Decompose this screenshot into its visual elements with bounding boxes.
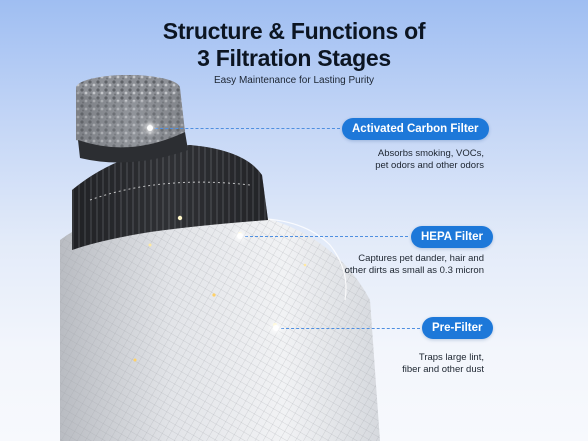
hepa-filter-description: Captures pet dander, hair and other dirt…	[345, 253, 484, 277]
title-line-2: 3 Filtration Stages	[197, 45, 391, 71]
hepa-leader-line	[240, 236, 408, 237]
hepa-marker-dot	[237, 233, 243, 239]
hepa-desc-line-2: other dirts as small as 0.3 micron	[344, 265, 484, 276]
hepa-filter-badge: HEPA Filter	[411, 226, 493, 248]
carbon-marker-dot	[147, 125, 153, 131]
prefilter-desc-line-2: fiber and other dust	[402, 364, 484, 375]
carbon-leader-line	[150, 128, 340, 129]
subtitle: Easy Maintenance for Lasting Purity	[213, 75, 375, 86]
prefilter-badge: Pre-Filter	[422, 317, 493, 339]
carbon-desc-line-1: Absorbs smoking, VOCs,	[377, 148, 484, 159]
carbon-filter-description: Absorbs smoking, VOCs, pet odors and oth…	[375, 148, 484, 172]
hepa-desc-line-1: Captures pet dander, hair and	[358, 253, 484, 264]
prefilter-leader-line	[276, 328, 420, 329]
page-title: Structure & Functions of 3 Filtration St…	[0, 18, 588, 72]
prefilter-desc-line-1: Traps large lint,	[418, 352, 484, 363]
title-line-1: Structure & Functions of	[162, 18, 426, 44]
prefilter-description: Traps large lint, fiber and other dust	[402, 352, 484, 376]
prefilter-marker-dot	[273, 325, 279, 331]
carbon-filter-badge: Activated Carbon Filter	[342, 118, 489, 140]
carbon-desc-line-2: pet odors and other odors	[375, 160, 484, 171]
